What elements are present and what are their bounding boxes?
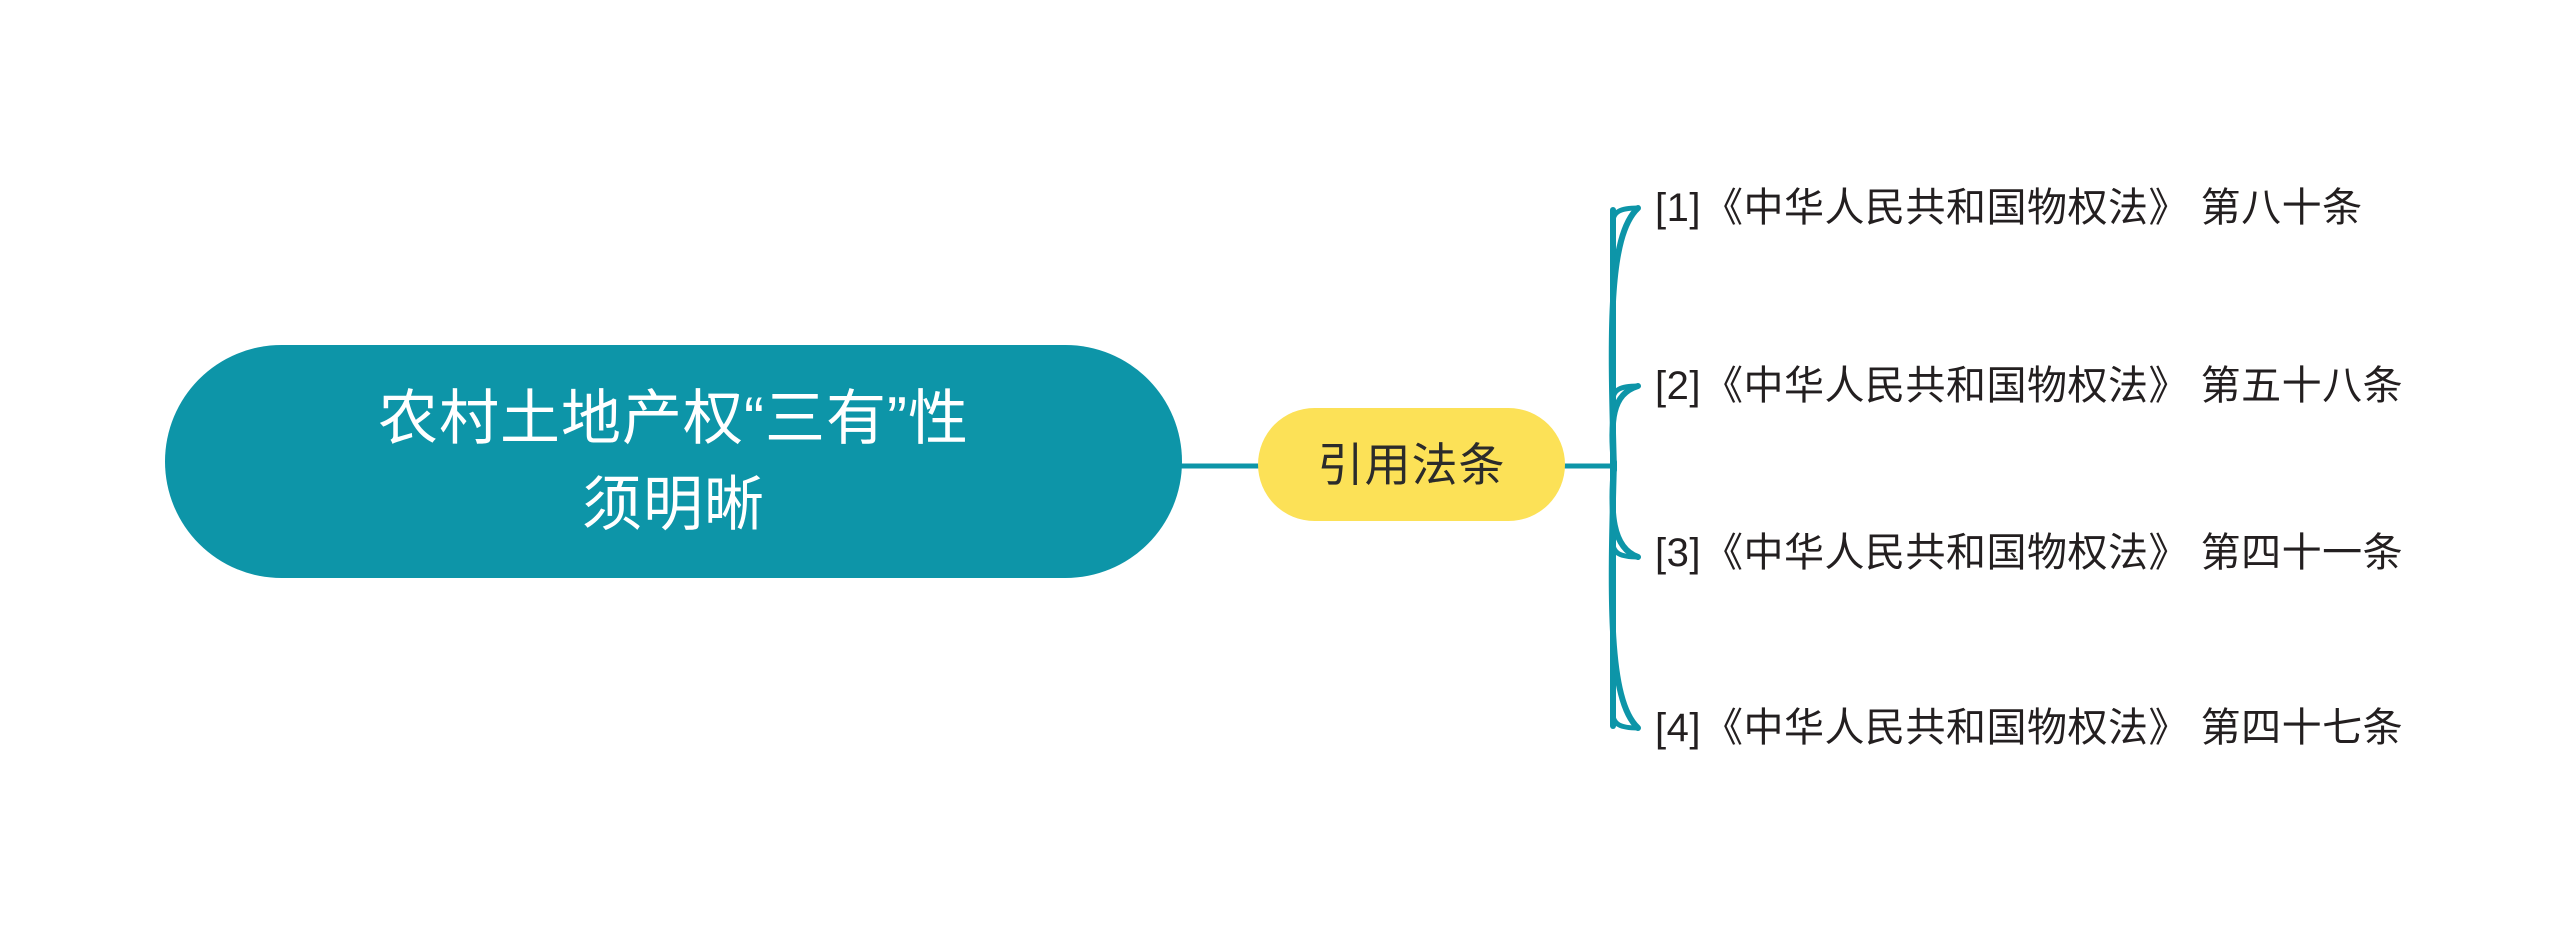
root-node[interactable]: 农村土地产权“三有”性 须明晰 <box>165 345 1182 578</box>
leaf-item-label: 《中华人民共和国物权法》 第四十一条 <box>1702 531 2404 575</box>
leaf-item[interactable]: [3]《中华人民共和国物权法》 第四十一条 <box>1655 533 2403 573</box>
leaf-item-label: 《中华人民共和国物权法》 第五十八条 <box>1702 364 2404 408</box>
leaf-item-index: [4] <box>1655 706 1701 750</box>
bracket-sweep-mid-down <box>1609 463 1641 560</box>
bracket-arm-2 <box>1610 383 1641 403</box>
bracket-sweep-top <box>1608 205 1641 473</box>
leaf-item-label: 《中华人民共和国物权法》 第八十条 <box>1702 186 2363 230</box>
bracket-arm-4 <box>1610 711 1641 731</box>
leaf-item[interactable]: [4]《中华人民共和国物权法》 第四十七条 <box>1655 708 2403 748</box>
bracket-sweep-bottom <box>1608 459 1641 731</box>
root-node-label: 农村土地产权“三有”性 须明晰 <box>378 385 969 538</box>
leaf-item-label: 《中华人民共和国物权法》 第四十七条 <box>1702 706 2404 750</box>
bracket-arm-1 <box>1610 205 1641 225</box>
leaf-item-index: [1] <box>1655 186 1701 230</box>
leaf-item[interactable]: [2]《中华人民共和国物权法》 第五十八条 <box>1655 366 2403 406</box>
bracket-sweep-mid-up <box>1609 383 1641 469</box>
leaf-item-index: [2] <box>1655 364 1701 408</box>
leaf-item-index: [3] <box>1655 531 1701 575</box>
branch-node-cited-provisions[interactable]: 引用法条 <box>1258 408 1565 521</box>
leaf-item[interactable]: [1]《中华人民共和国物权法》 第八十条 <box>1655 188 2363 228</box>
branch-node-label: 引用法条 <box>1317 438 1506 491</box>
bracket-arm-3 <box>1610 540 1641 560</box>
